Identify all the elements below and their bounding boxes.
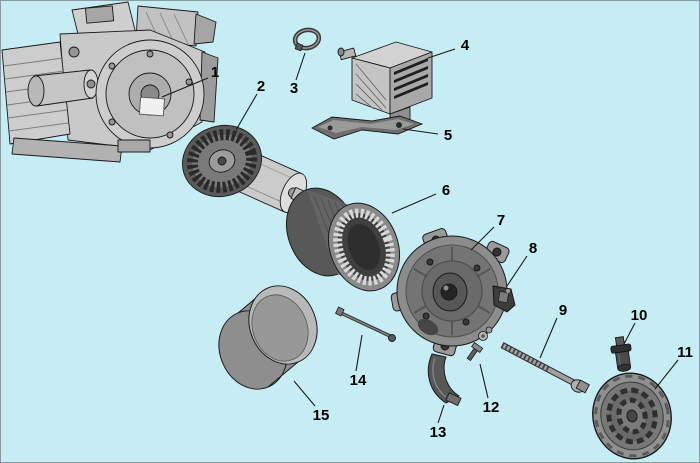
part-2-rotor-drawing	[182, 125, 313, 214]
part-9-bolt-drawing	[500, 342, 590, 394]
leader-line-2	[235, 93, 258, 131]
leader-line-8	[506, 255, 528, 287]
part-number-6: 6	[442, 182, 450, 199]
part-number-14: 14	[350, 372, 367, 389]
leader-line-13	[437, 404, 445, 424]
leader-line-1	[161, 77, 209, 98]
part-number-13: 13	[430, 424, 447, 441]
leader-line-4	[427, 48, 456, 59]
part-14-rod-drawing	[335, 306, 396, 342]
part-15-sleeve-drawing	[218, 285, 318, 390]
leader-line-15	[293, 380, 316, 407]
leader-line-5	[402, 128, 439, 135]
part-13-guard-drawing	[427, 353, 462, 407]
part-12-screw-drawing	[466, 326, 493, 362]
part-10-fitting-drawing	[610, 336, 632, 372]
part-7-end-housing-drawing	[390, 228, 510, 357]
part-4-module-drawing	[337, 41, 433, 127]
part-number-4: 4	[461, 37, 470, 54]
leader-line-14	[355, 334, 363, 372]
part-number-10: 10	[631, 307, 648, 324]
leader-line-3	[295, 52, 306, 81]
part-3-ring-drawing	[292, 27, 322, 52]
leader-line-7	[470, 226, 495, 251]
part-number-1: 1	[211, 64, 219, 81]
part-number-2: 2	[257, 78, 265, 95]
leader-line-12	[479, 363, 489, 399]
part-number-7: 7	[497, 212, 505, 229]
part-number-9: 9	[559, 302, 567, 319]
part-8-brush-holder-drawing	[492, 285, 516, 313]
part-number-5: 5	[444, 127, 452, 144]
part-number-11: 11	[677, 344, 693, 361]
part-number-8: 8	[529, 240, 537, 257]
leader-line-9	[539, 317, 558, 359]
part-1-engine-assembly-drawing	[1, 1, 219, 163]
part-number-15: 15	[313, 407, 330, 424]
leader-line-6	[391, 193, 437, 214]
leader-line-11	[654, 359, 679, 390]
part-number-12: 12	[483, 399, 500, 416]
leader-line-10	[623, 322, 636, 345]
part-5-bracket-drawing	[311, 115, 424, 140]
part-11-end-cover-drawing	[592, 372, 672, 460]
part-6-stator-drawing	[286, 187, 400, 292]
part-number-3: 3	[290, 80, 298, 97]
